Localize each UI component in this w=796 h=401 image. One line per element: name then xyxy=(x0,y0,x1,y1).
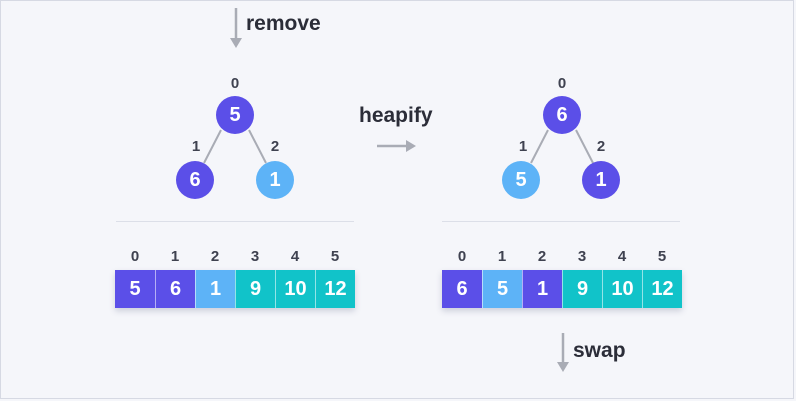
swap-label: swap xyxy=(573,339,626,362)
separator-before xyxy=(116,221,354,222)
tree-after-node-0: 6 xyxy=(543,96,581,134)
remove-label: remove xyxy=(246,12,321,35)
tree-before-index-1: 1 xyxy=(191,138,201,155)
array-before-index: 1 xyxy=(170,248,180,265)
array-before-index: 2 xyxy=(210,248,220,265)
array-before-index: 5 xyxy=(330,248,340,265)
array-before-cell: 10 xyxy=(275,270,315,308)
tree-after-index-0: 0 xyxy=(557,75,567,92)
array-after-cell: 12 xyxy=(642,270,682,308)
array-after-index: 3 xyxy=(577,248,587,265)
tree-after-node-1: 5 xyxy=(502,161,540,199)
array-before-cell: 9 xyxy=(235,270,275,308)
array-before-cell: 1 xyxy=(195,270,235,308)
tree-before-node-2: 1 xyxy=(256,161,294,199)
array-after-index: 5 xyxy=(657,248,667,265)
array-before: 5 6 1 9 10 12 xyxy=(115,270,355,308)
tree-after-index-1: 1 xyxy=(518,138,528,155)
tree-before-index-2: 2 xyxy=(270,138,280,155)
array-after-index: 0 xyxy=(457,248,467,265)
array-after-cell: 1 xyxy=(522,270,562,308)
array-after-cell: 9 xyxy=(562,270,602,308)
tree-before-node-0: 5 xyxy=(216,96,254,134)
tree-after-index-2: 2 xyxy=(596,138,606,155)
tree-before-index-0: 0 xyxy=(230,75,240,92)
array-before-index: 4 xyxy=(290,248,300,265)
array-after-index: 2 xyxy=(537,248,547,265)
array-before-index: 3 xyxy=(250,248,260,265)
array-after-index: 4 xyxy=(617,248,627,265)
array-before-index: 0 xyxy=(130,248,140,265)
array-before-cell: 6 xyxy=(155,270,195,308)
array-after-index: 1 xyxy=(497,248,507,265)
array-after-cell: 6 xyxy=(442,270,482,308)
array-after-cell: 10 xyxy=(602,270,642,308)
array-before-cell: 12 xyxy=(315,270,355,308)
separator-after xyxy=(442,221,680,222)
tree-before-node-1: 6 xyxy=(176,161,214,199)
array-after-cell: 5 xyxy=(482,270,522,308)
array-after: 6 5 1 9 10 12 xyxy=(442,270,682,308)
heapify-label: heapify xyxy=(359,104,433,127)
array-before-cell: 5 xyxy=(115,270,155,308)
tree-after-node-2: 1 xyxy=(582,161,620,199)
